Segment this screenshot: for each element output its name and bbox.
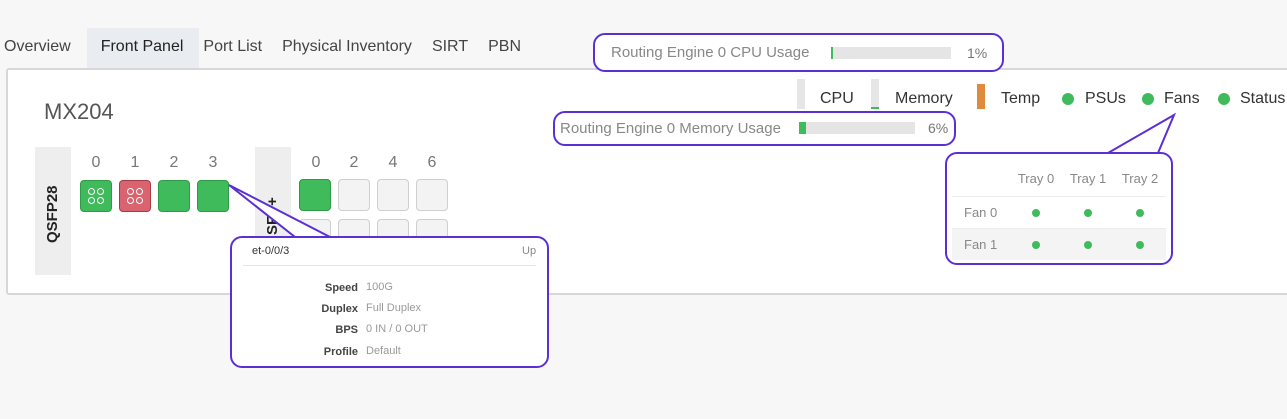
port-number: 0 [91,154,101,171]
memory-indicator[interactable]: Memory [895,90,953,107]
port-number: 0 [311,154,321,171]
fans-indicator[interactable]: Fans [1164,90,1200,107]
cpu-usage-fill [831,47,833,59]
divider [243,265,536,266]
fans-popup [945,152,1173,265]
tab-bar: Overview Front Panel Port List Physical … [0,28,537,70]
fan-name: Fan 0 [964,205,998,220]
port-tooltip [230,236,549,368]
port-number: 6 [427,154,437,171]
port-field-value: Full Duplex [366,302,422,314]
sfp-port-4[interactable] [377,179,409,211]
sfp-port-2[interactable] [338,179,370,211]
breakout-icon [127,188,144,205]
memory-usage-label: Routing Engine 0 Memory Usage [560,120,781,137]
memory-bar-icon [871,79,879,109]
port-field-value: Default [366,345,401,357]
port-number: 2 [349,154,359,171]
fan-ok-icon [1136,241,1144,249]
fan-ok-icon [1032,209,1040,217]
port-field-key: BPS [335,324,358,336]
fan-ok-icon [1136,209,1144,217]
cpu-bar-icon [797,79,805,109]
port-field-key: Profile [323,346,358,358]
psus-indicator[interactable]: PSUs [1085,90,1126,107]
fans-table: Tray 0 Tray 1 Tray 2 Fan 0 Fan 1 [952,160,1166,260]
tab-front-panel[interactable]: Front Panel [86,28,200,70]
tab-sirt[interactable]: SIRT [431,38,469,55]
tab-pbn[interactable]: PBN [488,38,521,55]
port-number: 3 [208,154,218,171]
sfp-port-0[interactable] [299,179,331,211]
cpu-usage-label: Routing Engine 0 CPU Usage [611,44,810,61]
port-field-value: 100G [366,281,393,293]
cpu-usage-value: 1% [967,45,988,61]
fans-table-corner [952,160,1010,197]
fan-ok-icon [1084,209,1092,217]
memory-usage-fill [799,122,806,134]
sfp-port-6[interactable] [416,179,448,211]
qsfp-port-1[interactable] [119,180,151,212]
tab-overview[interactable]: Overview [4,38,71,55]
table-row: Fan 0 [952,196,1166,229]
status-indicator[interactable]: Status [1240,90,1286,107]
port-tooltip-status: Up [522,245,537,257]
status-icon [1218,93,1230,105]
qsfp-port-2[interactable] [158,180,190,212]
temp-bar-icon [977,84,985,109]
cpu-indicator[interactable]: CPU [820,90,854,107]
fans-column-header: Tray 2 [1121,170,1159,186]
qsfp-port-0[interactable] [80,180,112,212]
temp-indicator[interactable]: Temp [1001,90,1041,107]
port-number: 4 [388,154,398,171]
fan-ok-icon [1032,241,1040,249]
tab-port-list[interactable]: Port List [203,38,263,55]
fans-column-header: Tray 0 [1017,170,1055,186]
psus-status-icon [1062,93,1074,105]
table-row: Fan 1 [952,228,1166,260]
fans-status-icon [1142,93,1154,105]
port-field-key: Speed [324,282,358,294]
port-number: 1 [130,154,140,171]
breakout-icon [88,188,105,205]
port-field-value: 0 IN / 0 OUT [366,323,428,335]
port-number: 2 [169,154,179,171]
cpu-usage-bar [831,47,951,59]
memory-usage-tooltip: Routing Engine 0 Memory Usage 6% [553,111,956,146]
fan-name: Fan 1 [964,237,998,252]
memory-bar-fill [871,107,879,109]
device-name: MX204 [44,99,114,124]
port-tooltip-name: et-0/0/3 [252,245,290,257]
memory-usage-value: 6% [928,120,949,136]
tab-physical-inventory[interactable]: Physical Inventory [282,38,412,55]
fans-column-header: Tray 1 [1069,170,1107,186]
qsfp-port-3[interactable] [197,180,229,212]
port-field-key: Duplex [321,303,358,315]
qsfp28-group-label: QSFP28 [35,147,71,275]
cpu-usage-tooltip: Routing Engine 0 CPU Usage 1% [593,33,1004,72]
fan-ok-icon [1084,241,1092,249]
memory-usage-bar [799,122,915,134]
